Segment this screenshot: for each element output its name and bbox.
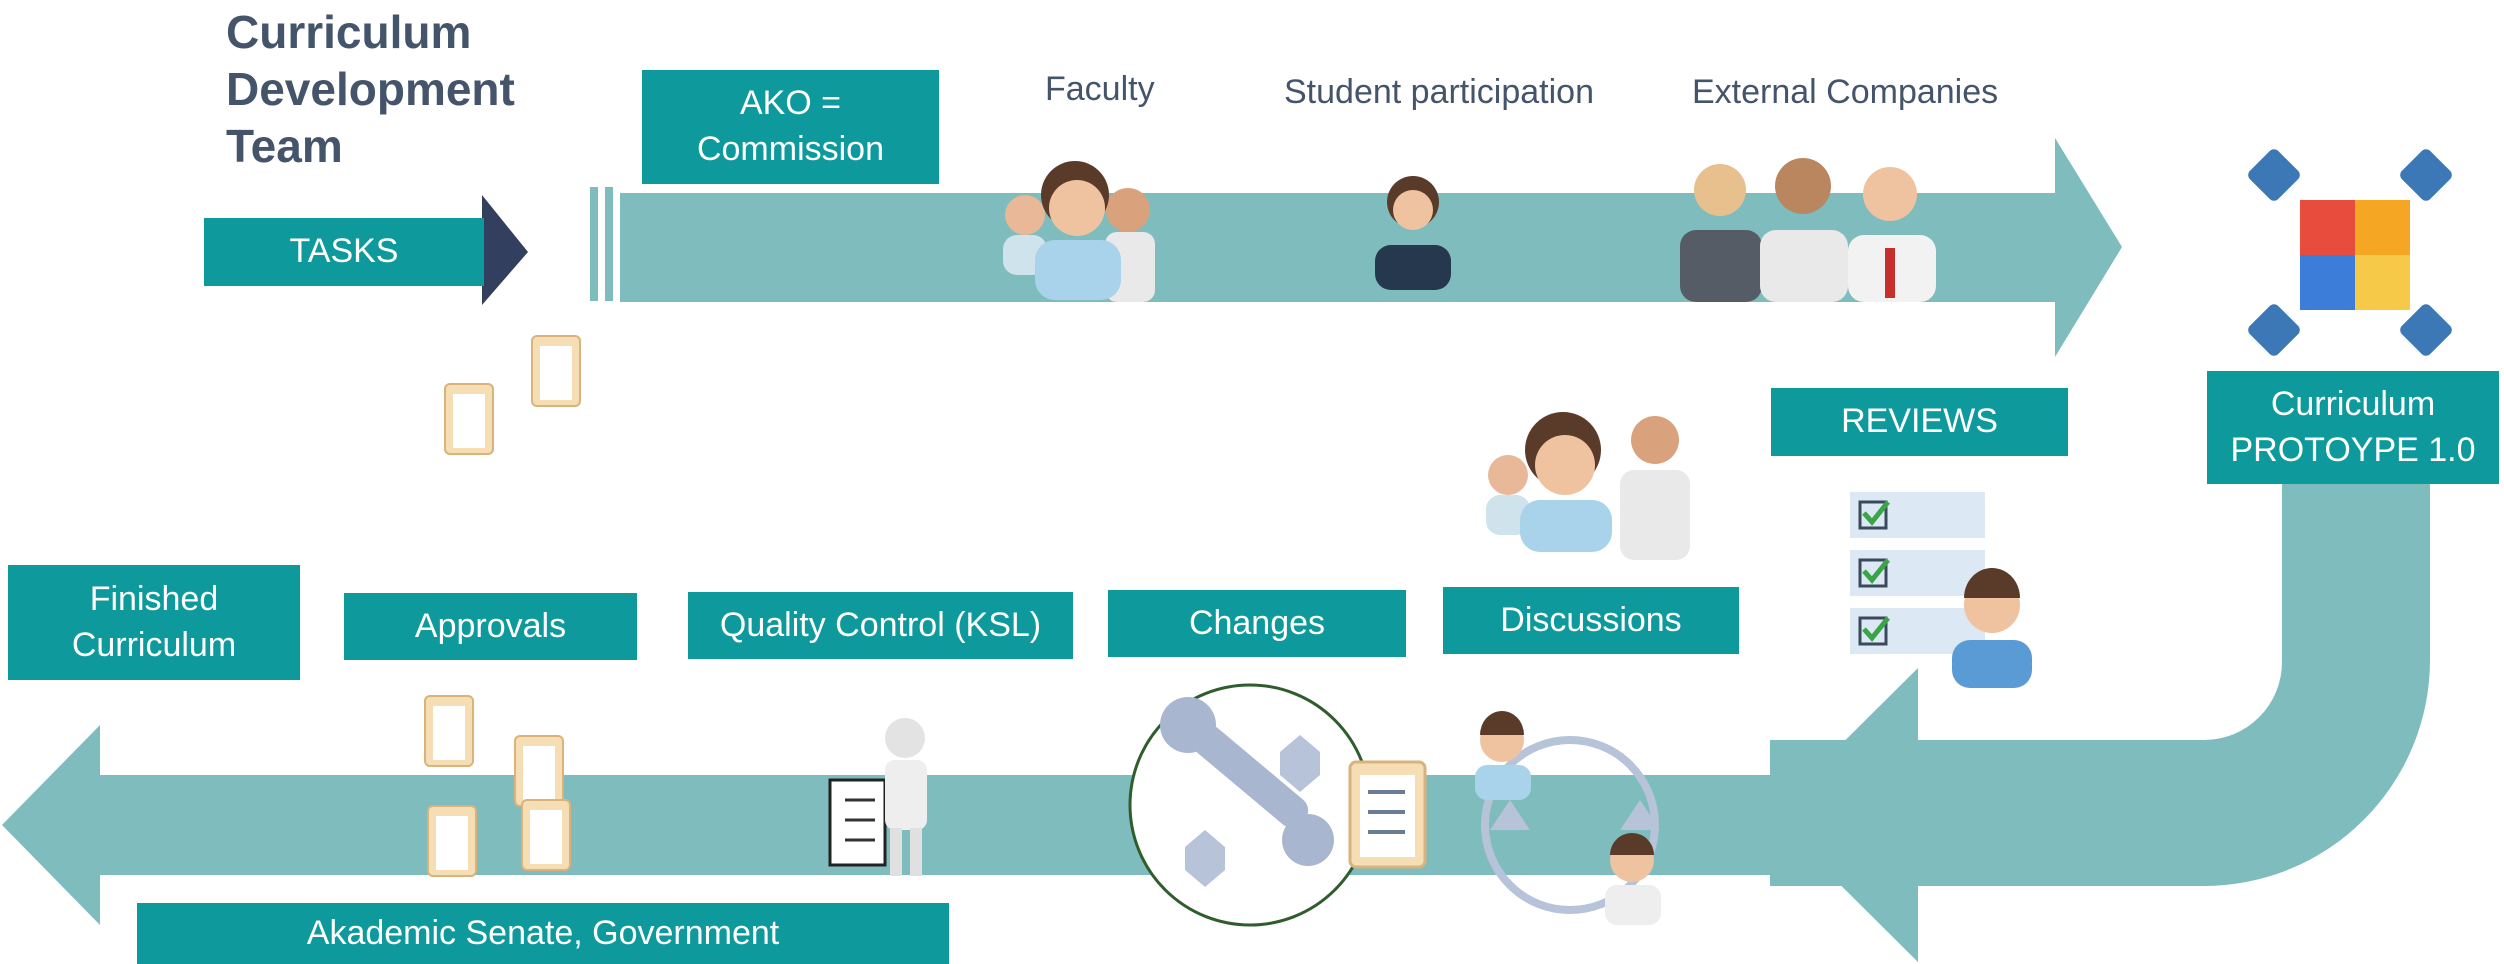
puzzle-hands-icon — [2248, 149, 2452, 356]
exchange-icon — [1475, 711, 1661, 925]
tools-icon — [1128, 683, 1372, 927]
label-ako: AKO = Commission — [642, 70, 939, 184]
tasks-arrowhead — [482, 195, 528, 305]
header-companies: External Companies — [1692, 73, 1999, 111]
clipboard-icon — [1348, 760, 1427, 869]
discussion-people-icon — [1486, 412, 1690, 560]
student-icon — [1375, 176, 1451, 290]
label-quality: Quality Control (KSL) — [688, 592, 1073, 659]
label-senate: Akademic Senate, Government — [137, 903, 949, 964]
approval-clipboards-icon — [424, 695, 571, 877]
return-curve — [1770, 480, 2430, 886]
return-arrowhead — [1770, 668, 1918, 962]
page-title: Curriculum Development Team — [226, 4, 515, 175]
header-students: Student participation — [1284, 73, 1594, 111]
review-checklist-icon — [1850, 492, 2032, 688]
header-faculty: Faculty — [1045, 70, 1155, 108]
presenter-checklist-icon — [828, 718, 927, 876]
company-people-icon — [1680, 158, 1936, 302]
label-changes: Changes — [1108, 590, 1406, 657]
title-line-1: Curriculum — [226, 6, 472, 58]
label-discussions: Discussions — [1443, 587, 1739, 654]
label-prototype: Curriculum PROTOYPE 1.0 — [2207, 371, 2499, 484]
title-line-2: Development — [226, 63, 515, 115]
title-line-3: Team — [226, 120, 343, 172]
faculty-people-icon — [1003, 161, 1155, 302]
clipboard-pair-icon — [444, 335, 581, 455]
label-finished: Finished Curriculum — [8, 565, 300, 680]
top-flow-arrow — [590, 138, 2122, 357]
label-tasks: TASKS — [204, 218, 484, 286]
label-reviews: REVIEWS — [1771, 388, 2068, 456]
label-approvals: Approvals — [344, 593, 637, 660]
